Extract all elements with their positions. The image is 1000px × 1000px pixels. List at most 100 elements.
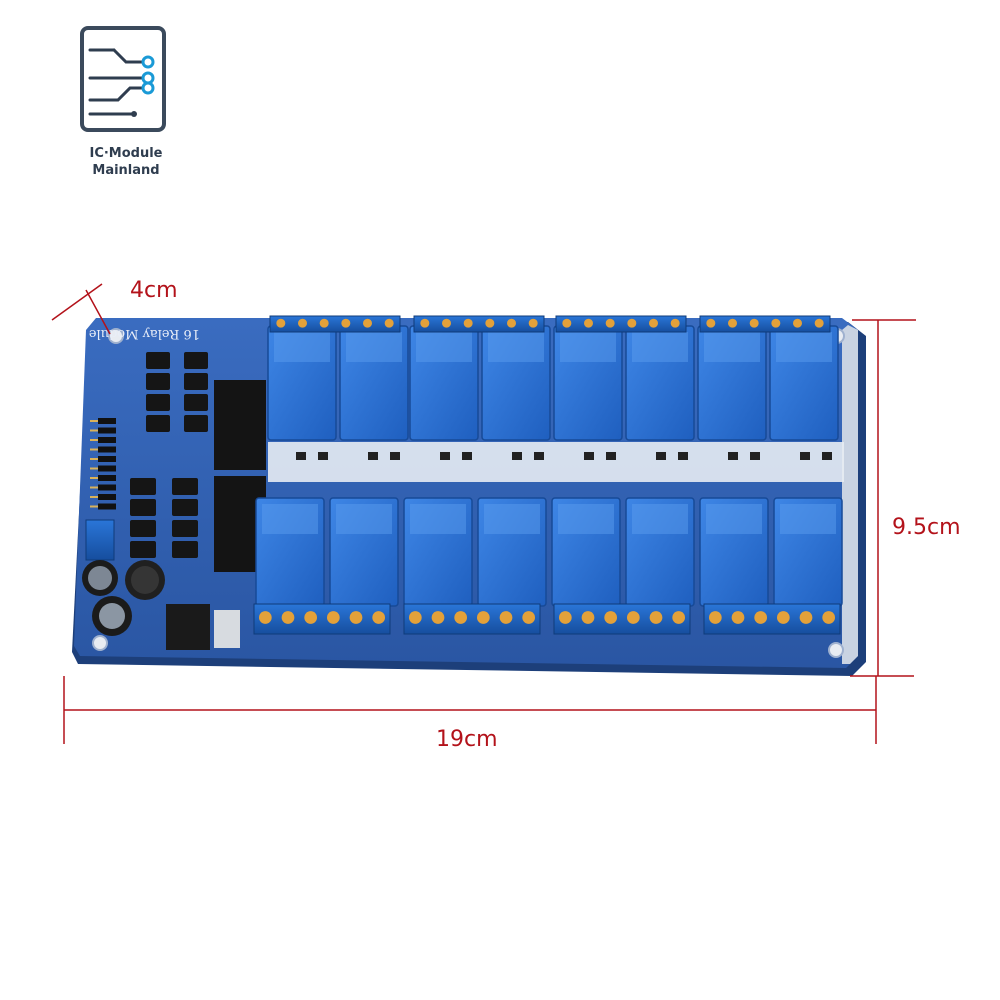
- terminal-screw: [728, 318, 737, 328]
- capacitors: [82, 560, 165, 636]
- terminal-screw: [604, 611, 618, 624]
- logo-text-line2: Mainland: [92, 163, 160, 178]
- terminal-screw: [298, 318, 307, 328]
- optocoupler: [130, 499, 156, 516]
- terminal-screw: [384, 318, 394, 328]
- smd-led: [800, 452, 810, 460]
- terminal-screw: [605, 318, 615, 328]
- terminal-screw: [276, 318, 286, 328]
- smd-resistor: [750, 452, 760, 460]
- terminal-screw: [258, 611, 272, 624]
- pcb-edge-highlight: [842, 325, 858, 664]
- terminal-blocks: [253, 315, 841, 635]
- terminal-screw: [626, 611, 640, 624]
- smd-led: [728, 452, 738, 460]
- relay-label-area: [336, 504, 392, 534]
- terminal-block: [413, 315, 545, 333]
- optocoupler: [172, 541, 198, 558]
- terminal-screw: [326, 611, 340, 624]
- smd-led: [656, 452, 666, 460]
- width-dimension-label: 19cm: [436, 727, 498, 752]
- optocoupler: [172, 499, 198, 516]
- header-pin: [98, 475, 116, 481]
- terminal-screw: [793, 318, 802, 328]
- terminal-screw: [476, 611, 490, 624]
- optocoupler: [146, 394, 170, 411]
- terminal-screw: [304, 611, 318, 624]
- brand-logo: IC·Module Mainland: [74, 22, 178, 192]
- terminal-screw: [420, 318, 430, 328]
- relay-label-area: [484, 504, 540, 534]
- header-pin: [98, 446, 116, 453]
- terminal-screw: [731, 611, 745, 624]
- relay-label-area: [560, 332, 616, 362]
- terminal-screw: [341, 318, 351, 328]
- terminal-screw: [584, 318, 593, 328]
- terminal-screw: [463, 318, 473, 328]
- terminal-screw: [776, 611, 790, 624]
- smd-led: [512, 452, 522, 460]
- smd-resistor: [462, 452, 472, 460]
- relay-label-area: [262, 504, 318, 534]
- circuit-logo-icon: [80, 26, 166, 132]
- smd-led: [368, 452, 378, 460]
- terminal-screw: [799, 611, 813, 624]
- terminal-screw: [499, 611, 513, 624]
- relay-label-area: [558, 504, 614, 534]
- terminal-screw: [708, 611, 722, 624]
- header-pin: [98, 503, 116, 510]
- terminal-screw: [670, 318, 680, 328]
- optocoupler: [184, 394, 208, 411]
- regulator-tab: [214, 610, 240, 648]
- optocoupler: [172, 478, 198, 495]
- terminal-screw: [649, 611, 663, 624]
- optocoupler: [172, 520, 198, 537]
- terminal-screw: [706, 318, 716, 328]
- optocoupler: [184, 373, 208, 390]
- terminal-screw: [319, 318, 329, 328]
- terminal-screw: [363, 318, 372, 328]
- indicator-strip: [268, 442, 844, 482]
- smd-resistor: [678, 452, 688, 460]
- terminal-screw: [485, 318, 495, 328]
- relay-label-area: [632, 504, 688, 534]
- relay-label-area: [632, 332, 688, 362]
- terminal-screw: [627, 318, 637, 328]
- optocoupler: [130, 541, 156, 558]
- terminal-screw: [408, 611, 422, 624]
- optocoupler: [146, 352, 170, 369]
- terminal-screw: [522, 611, 536, 624]
- terminal-screw: [349, 611, 363, 624]
- terminal-screw: [754, 611, 768, 624]
- header-pin: [98, 456, 116, 462]
- relay-label-area: [706, 504, 762, 534]
- smd-led: [584, 452, 594, 460]
- relay-label-area: [776, 332, 832, 362]
- header-pin: [98, 437, 116, 443]
- power-terminal: [85, 519, 115, 561]
- optocoupler: [130, 520, 156, 537]
- optocoupler: [184, 352, 208, 369]
- optocoupler: [184, 415, 208, 432]
- relay-label-area: [346, 332, 402, 362]
- input-header-pins: [90, 418, 116, 510]
- terminal-block: [703, 603, 841, 635]
- optocoupler-array: [130, 352, 208, 558]
- smd-resistor: [390, 452, 400, 460]
- board-silk-title: 16 Relay Module: [88, 326, 200, 341]
- terminal-block: [403, 603, 541, 635]
- logo-text-line1: IC·Module: [89, 146, 163, 161]
- smd-led: [440, 452, 450, 460]
- smd-resistor: [606, 452, 616, 460]
- header-pin: [98, 494, 116, 500]
- header-pin: [98, 484, 116, 491]
- terminal-screw: [749, 318, 759, 328]
- terminal-screw: [528, 318, 538, 328]
- smd-resistor: [534, 452, 544, 460]
- relay-array: [255, 325, 844, 607]
- terminal-screw: [558, 611, 572, 624]
- relay-label-area: [704, 332, 760, 362]
- optocoupler: [130, 478, 156, 495]
- header-pin: [98, 427, 116, 434]
- terminal-block: [269, 315, 401, 333]
